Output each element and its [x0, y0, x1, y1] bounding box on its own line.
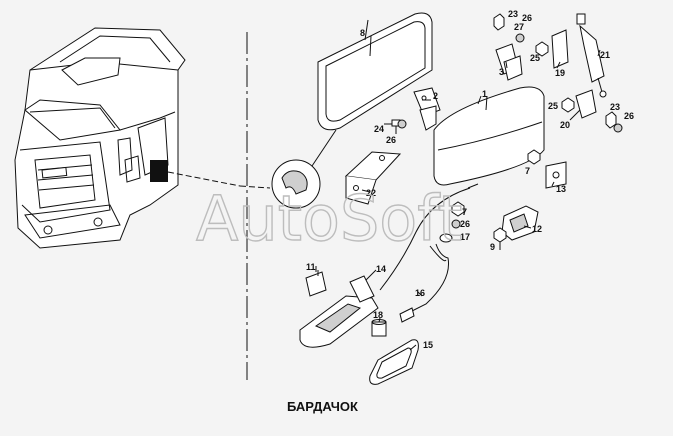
part-26-washer-top — [515, 33, 525, 43]
screw-group-24-26 — [391, 119, 407, 134]
part-19-mounting-plate — [551, 29, 569, 69]
part-15-bezel — [369, 339, 419, 385]
part-14-cable — [379, 187, 471, 291]
part-3-hinge — [495, 43, 523, 81]
callout-2: 2 — [433, 91, 438, 101]
part-13-striker — [545, 161, 567, 189]
callout-18: 18 — [373, 310, 383, 320]
callout-24: 24 — [374, 124, 384, 134]
callout-23-right: 23 — [610, 102, 620, 112]
part-23-bolt-top — [493, 13, 505, 31]
part-2-hinge — [413, 87, 441, 131]
part-26-washer-cable — [451, 219, 461, 229]
part-9-screw — [493, 227, 507, 250]
callout-25-lower: 25 — [548, 101, 558, 111]
callout-20: 20 — [560, 120, 570, 130]
truck-cab-illustration — [14, 27, 241, 249]
callout-11: 11 — [306, 262, 316, 272]
callout-19: 19 — [555, 68, 565, 78]
callout-26-left: 26 — [386, 135, 396, 145]
diagram-caption: БАРДАЧОК — [287, 399, 358, 414]
callout-14: 14 — [376, 264, 386, 274]
part-26-washer-right — [613, 123, 623, 133]
callout-26-top: 26 — [522, 13, 532, 23]
part-8-seal-frame — [317, 12, 433, 131]
callout-1: 1 — [482, 89, 487, 99]
part-22-bracket — [344, 151, 402, 205]
part-16-cable — [409, 243, 450, 313]
part-11-clip — [305, 271, 327, 297]
part-1-glovebox-lid — [433, 86, 545, 186]
part-20-bracket — [575, 89, 597, 119]
callout-21: 21 — [600, 50, 610, 60]
part-21-gas-strut — [576, 13, 607, 98]
callout-3: 3 — [499, 67, 504, 77]
callout-13: 13 — [556, 184, 566, 194]
watermark-text: AutoSoft — [196, 182, 462, 255]
part-7-nut-a — [527, 149, 541, 165]
callout-27: 27 — [514, 22, 524, 32]
callout-23-top: 23 — [508, 9, 518, 19]
callout-9: 9 — [490, 242, 495, 252]
callout-16: 16 — [415, 288, 425, 298]
callout-labels: 1 2 3 7 7 8 9 11 12 13 14 15 16 17 18 19… — [306, 9, 634, 350]
handle-assembly — [299, 275, 379, 348]
callout-22: 22 — [366, 188, 376, 198]
callout-15: 15 — [423, 340, 433, 350]
callout-8: 8 — [360, 28, 365, 38]
callout-26-cable: 26 — [460, 219, 470, 229]
callout-7-b: 7 — [462, 207, 467, 217]
part-25-nut-top — [535, 41, 549, 57]
callout-17: 17 — [460, 232, 470, 242]
part-25-nut-lower — [561, 97, 575, 113]
callout-26-right: 26 — [624, 111, 634, 121]
leader-lines — [317, 35, 601, 351]
part-12-lock — [501, 205, 539, 241]
glovebox-location-marker — [150, 160, 168, 182]
part-7-nut-b — [451, 201, 465, 217]
callout-7-a: 7 — [525, 166, 530, 176]
callout-25-top: 25 — [530, 53, 540, 63]
part-17-clip — [439, 233, 453, 243]
callout-12: 12 — [532, 224, 542, 234]
part-18-bushing — [371, 321, 387, 337]
